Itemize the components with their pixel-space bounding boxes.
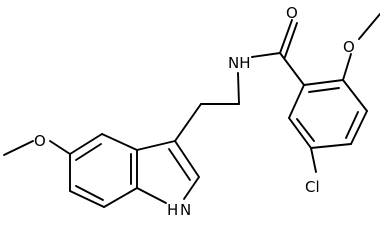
bond-indole-benzene-4 [103, 187, 138, 208]
bond-aryl-ring-double-3 [308, 87, 340, 93]
bond-pyrrole-c3-c2 [174, 140, 200, 178]
bond-aryl-ring-3 [310, 143, 352, 149]
bond-aryl-ring-5 [342, 79, 368, 112]
atom-labels: O NH O O Cl H N [34, 4, 355, 219]
bond-indole-benzene-1 [69, 133, 103, 155]
atom-cl: Cl [305, 178, 320, 196]
bond-carbonyl-1 [279, 19, 293, 54]
bond-amide-c-ring [279, 52, 305, 86]
atom-o-carbonyl: O [286, 4, 298, 22]
bond-indole-benzene-double-3 [75, 185, 104, 201]
chemical-structure-diagram: O NH O O Cl H N [3, 4, 380, 219]
bond-amide-n-c [251, 52, 281, 58]
bonds [3, 13, 380, 208]
bond-pyrrole-c3-c2-double [168, 148, 191, 181]
atom-o-methoxy-left: O [34, 132, 46, 150]
atom-o-methoxy-top: O [343, 38, 355, 56]
atom-n-indole: N [180, 201, 191, 219]
bond-aryl-ring-double-2 [345, 111, 359, 139]
bond-pyrrole-c2-n [183, 176, 200, 200]
bond-ring-cl [310, 147, 317, 173]
bond-aryl-ring-1 [288, 84, 305, 119]
atom-nh-amide: NH [228, 54, 251, 72]
bond-aryl-ring-4 [350, 110, 368, 145]
bond-pyrrole-n-c7a [136, 187, 167, 204]
bond-ch3-o-left [3, 140, 34, 156]
bond-linker-3 [237, 72, 240, 105]
bond-ring-o-top [342, 53, 352, 81]
bond-indole-benzene-5 [69, 190, 105, 208]
bond-linker-1 [174, 103, 202, 142]
bond-aryl-ring-2 [288, 117, 312, 149]
bond-o-ch3-top [358, 13, 380, 40]
bond-o-ring-left [49, 140, 71, 155]
atom-nh-indole-h: H [167, 201, 178, 219]
bond-aryl-ring-6 [303, 79, 344, 86]
bond-pyrrole-c3a-c3 [136, 140, 176, 151]
bond-aryl-ring-double-1 [296, 118, 315, 142]
bond-indole-benzene-double-1 [75, 143, 102, 161]
bond-indole-benzene-2 [101, 133, 138, 151]
bond-carbonyl-2 [284, 22, 298, 58]
